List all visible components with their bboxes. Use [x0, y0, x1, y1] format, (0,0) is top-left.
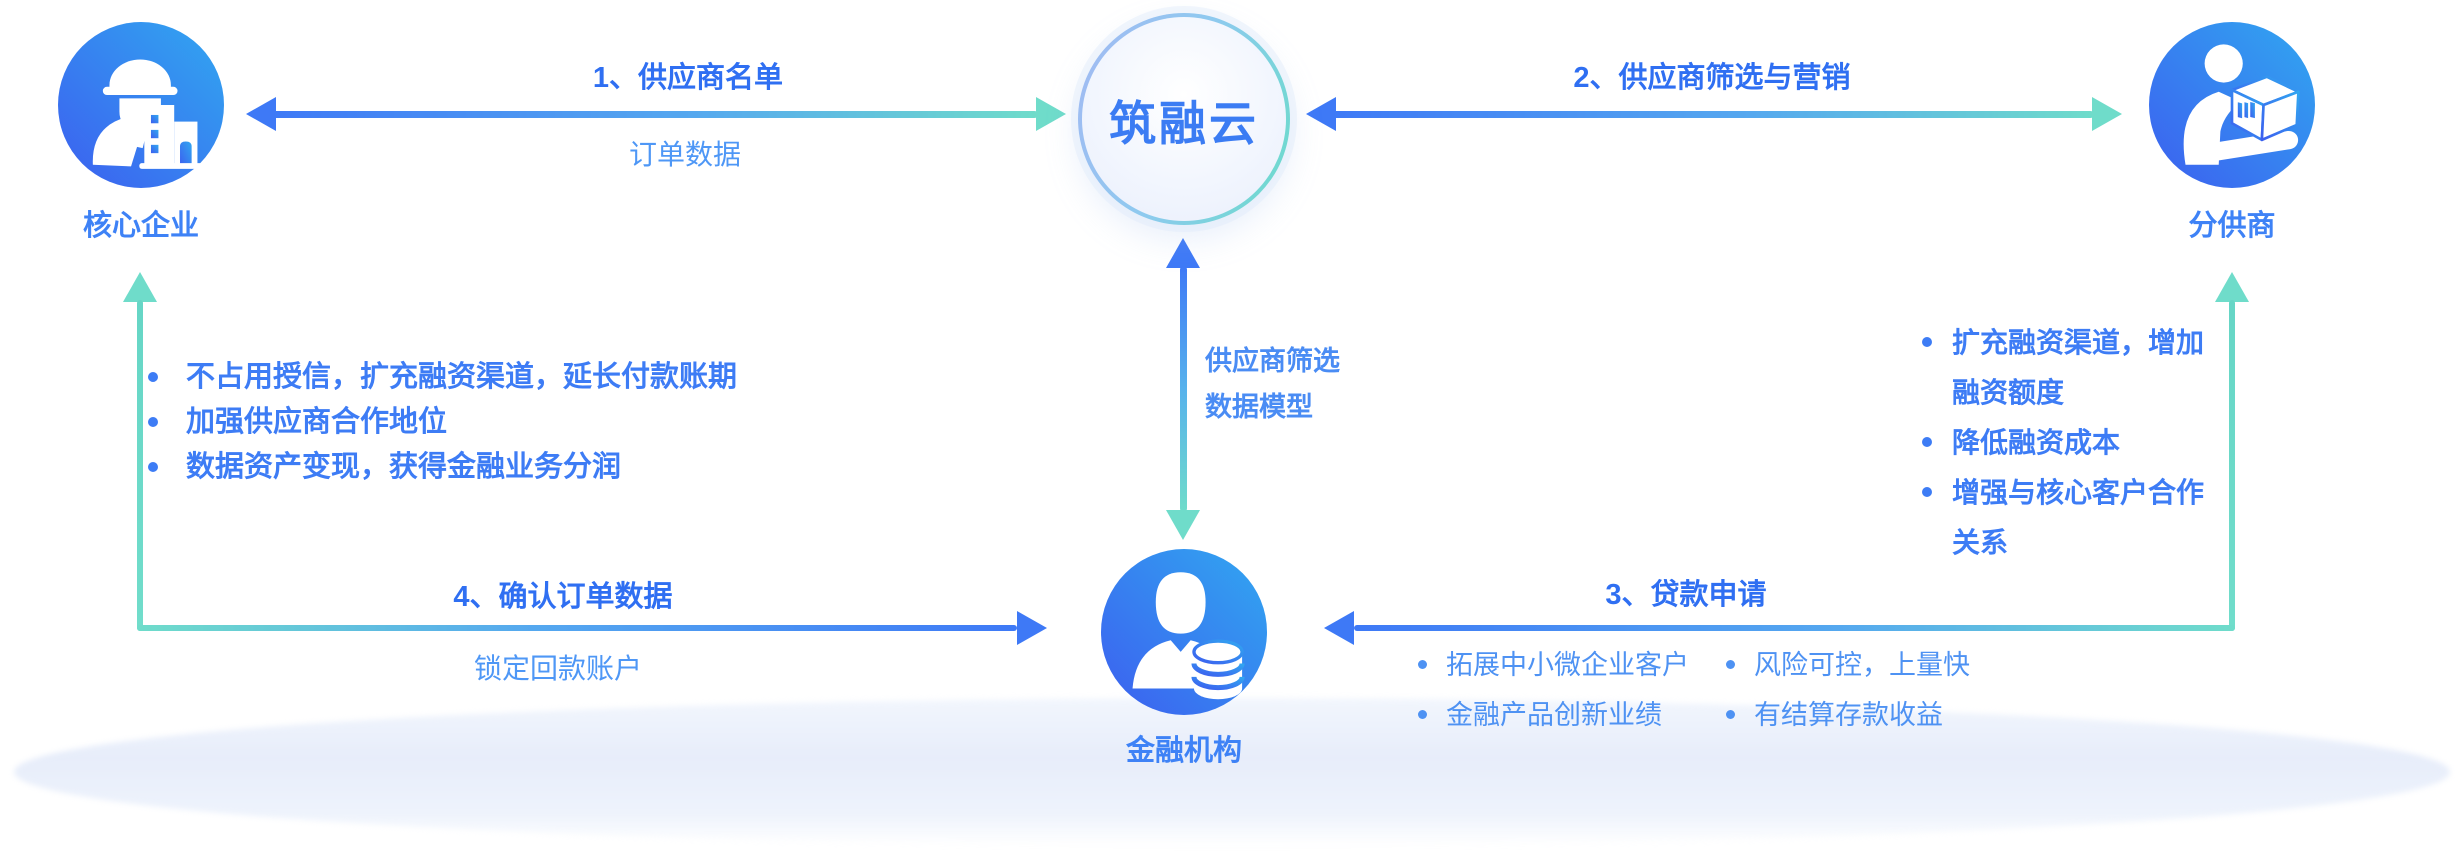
list-item: 数据资产变现，获得金融业务分润	[148, 445, 737, 490]
flow2-arrowhead-right-icon	[2092, 97, 2122, 131]
flow2-line	[1332, 111, 2094, 118]
node-sub-supplier	[2149, 22, 2315, 188]
node-sub-supplier-label: 分供商	[2188, 210, 2276, 242]
flow1-subtitle: 订单数据	[628, 139, 742, 170]
model-label: 供应商筛选 数据模型	[1205, 338, 1340, 430]
platform-circle-inner: 筑融云	[1082, 17, 1286, 221]
node-core-enterprise-label: 核心企业	[82, 210, 200, 242]
sub-supplier-benefits-list: 扩充融资渠道，增加 融资额度 降低融资成本 增强与核心客户合作 关系	[1922, 318, 2204, 568]
flow3-arrowhead-left-icon	[1324, 611, 1354, 645]
model-arrowhead-up-icon	[1166, 238, 1200, 268]
ground-shadow-ellipse	[14, 698, 2450, 846]
bank-benefits-list-col1: 拓展中小微企业客户 金融产品创新业绩	[1418, 640, 1689, 740]
list-item: 风险可控，上量快	[1726, 640, 1970, 690]
list-item: 有结算存款收益	[1726, 690, 1970, 740]
core-enterprise-benefits-list: 不占用授信，扩充融资渠道，延长付款账期 加强供应商合作地位 数据资产变现，获得金…	[148, 355, 737, 490]
node-platform-circle: 筑融云	[1078, 13, 1290, 225]
flow4-title: 4、确认订单数据	[453, 581, 673, 613]
flow1-title: 1、供应商名单	[592, 62, 784, 94]
flow4-horizontal-line	[137, 625, 1017, 631]
node-financial-institution-label: 金融机构	[1125, 735, 1243, 767]
courier-with-box-icon	[2149, 22, 2315, 188]
model-label-line2: 数据模型	[1205, 392, 1313, 422]
flow4-vertical-line	[137, 300, 143, 631]
node-financial-institution	[1101, 549, 1267, 715]
list-item: 金融产品创新业绩	[1418, 690, 1689, 740]
model-line	[1180, 266, 1187, 512]
model-arrowhead-down-icon	[1166, 510, 1200, 540]
flow1-line	[272, 111, 1038, 118]
list-item: 降低融资成本	[1922, 418, 2204, 468]
flow1-arrowhead-right-icon	[1036, 97, 1066, 131]
list-item: 拓展中小微企业客户	[1418, 640, 1689, 690]
node-platform-label: 筑融云	[1109, 96, 1259, 150]
flow4-arrowhead-up-icon	[123, 272, 157, 302]
flow3-vertical-line	[2229, 300, 2235, 631]
list-item: 加强供应商合作地位	[148, 400, 737, 445]
list-item: 扩充融资渠道，增加 融资额度	[1922, 318, 2204, 418]
node-core-enterprise	[58, 22, 224, 188]
flow4-subtitle: 锁定回款账户	[473, 653, 643, 684]
flow1-arrowhead-left-icon	[246, 97, 276, 131]
list-item: 增强与核心客户合作 关系	[1922, 468, 2204, 568]
flow3-arrowhead-up-icon	[2215, 272, 2249, 302]
banker-with-coins-icon	[1101, 549, 1267, 715]
model-label-line1: 供应商筛选	[1205, 346, 1340, 376]
flow4-arrowhead-right-icon	[1017, 611, 1047, 645]
flow3-title: 3、贷款申请	[1605, 579, 1767, 611]
bank-benefits-list-col2: 风险可控，上量快 有结算存款收益	[1726, 640, 1970, 740]
list-item: 不占用授信，扩充融资渠道，延长付款账期	[148, 355, 737, 400]
flow3-horizontal-line	[1354, 625, 2235, 631]
construction-worker-icon	[58, 22, 224, 188]
flow2-arrowhead-left-icon	[1306, 97, 1336, 131]
flow2-title: 2、供应商筛选与营销	[1573, 62, 1851, 94]
